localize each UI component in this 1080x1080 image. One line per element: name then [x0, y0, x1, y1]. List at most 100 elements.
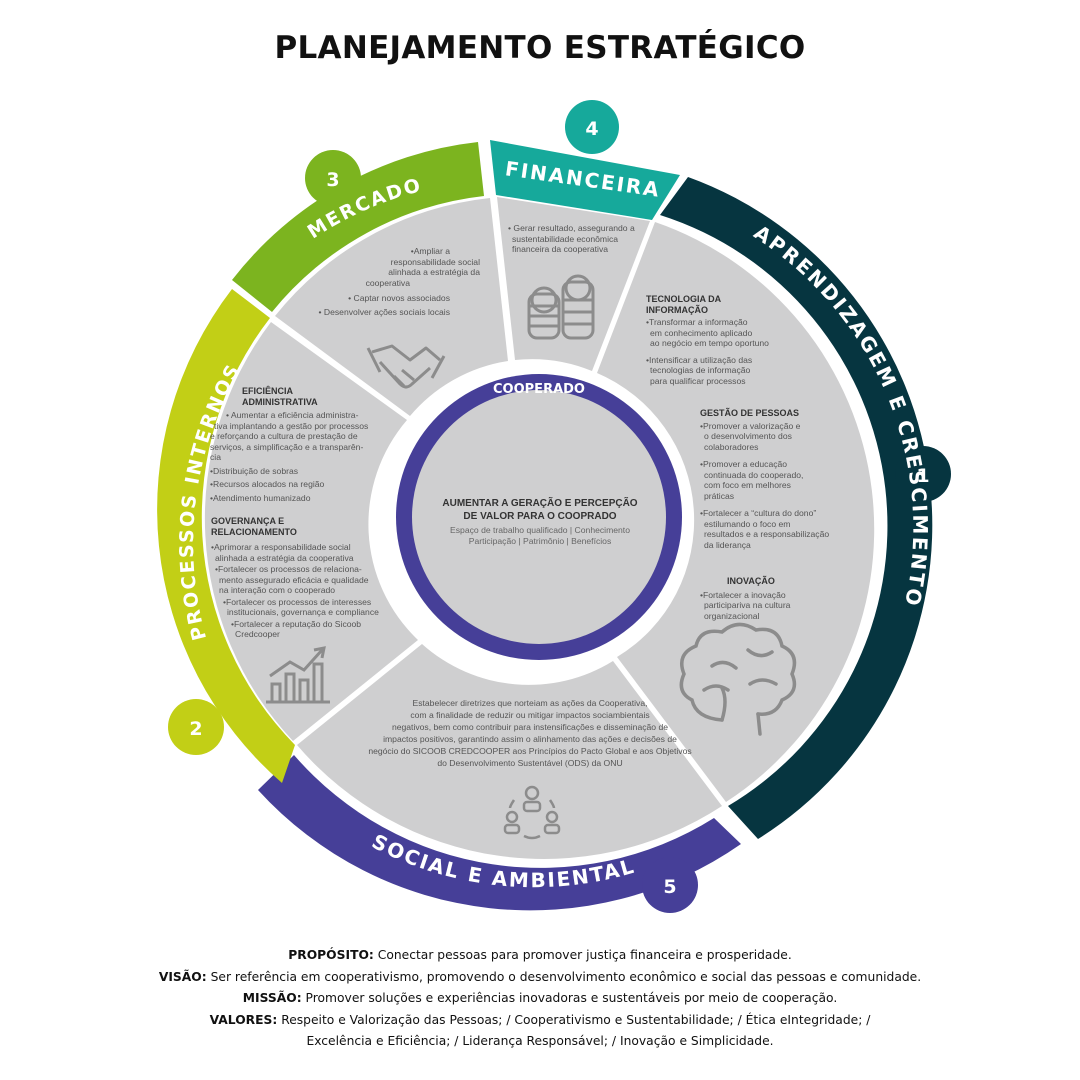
gov-heading-1: GOVERNANÇA E	[211, 516, 285, 526]
ti-item-2-line-1: •Intensificar a utilização das	[646, 354, 753, 365]
badge-5-number: 5	[663, 876, 676, 898]
page-title: PLANEJAMENTO ESTRATÉGICO	[274, 30, 806, 66]
gp-item-2-line-4: práticas	[704, 490, 735, 501]
aprendizagem-inov: INOVAÇÃO •Fortalecer a inovação particip…	[700, 576, 840, 621]
financeira-line-3: financeira da cooperativa	[512, 244, 609, 254]
badge-1	[895, 446, 951, 502]
gov-item-4-line-1: •Fortalecer a reputação do Sicoob	[231, 618, 362, 629]
core-sub-1: Espaço de trabalho qualificado | Conheci…	[450, 525, 630, 535]
badge-4-number: 4	[585, 118, 598, 140]
badge-3	[305, 150, 361, 206]
ti-heading-1: TECNOLOGIA DA	[646, 294, 722, 304]
gp-item-2-line-3: com foco em melhores	[704, 480, 791, 490]
gov-item-2-line-2: mento assegurado eficácia e qualidade	[219, 574, 369, 585]
social-text: Estabelecer diretrizes que norteiam as a…	[320, 697, 740, 769]
aprendizagem-ti: TECNOLOGIA DA INFORMAÇÃO •Transformar a …	[646, 294, 796, 386]
segment-processos	[157, 289, 295, 783]
badge-4	[565, 100, 619, 154]
core-text: AUMENTAR A GERAÇÃO E PERCEPÇÃO DE VALOR …	[425, 497, 655, 547]
valores-text-2: Excelência e Eficiência; / Liderança Res…	[306, 1034, 774, 1048]
gov-item-4-line-2: Credcooper	[235, 629, 280, 639]
ef-item-1-line-2: tiva implantando a gestão por processos	[214, 420, 369, 431]
gp-item-1-line-1: •Promover a valorização e	[700, 420, 801, 431]
social-line-6: do Desenvolvimento Sustentável (ODS) da …	[437, 758, 623, 768]
segment-aprendizagem	[660, 177, 933, 839]
core-inner	[412, 390, 666, 644]
inov-heading: INOVAÇÃO	[727, 576, 775, 586]
processos-eficiencia: EFICIÊNCIA ADMINISTRATIVA • Aumentar a e…	[210, 386, 402, 503]
ef-heading-2: ADMINISTRATIVA	[242, 396, 318, 407]
processos-governanca: GOVERNANÇA E RELACIONAMENTO •Aprimorar a…	[211, 516, 403, 640]
valores-text-1: Respeito e Valorização das Pessoas; / Co…	[277, 1012, 871, 1027]
handshake-icon	[366, 344, 446, 389]
gov-item-1-line-2: alinhada a estratégia da cooperativa	[215, 552, 354, 563]
gp-item-2-line-1: •Promover a educação	[700, 459, 788, 469]
financeira-line-1: • Gerar resultado, assegurando a	[508, 223, 635, 233]
valores-label: VALORES:	[209, 1012, 278, 1027]
inner-processos	[204, 322, 418, 741]
inov-item-1-line-3: organizacional	[704, 610, 760, 621]
mercado-item-1-line-1: •Ampliar a	[410, 246, 450, 256]
ti-item-1-line-3: ao negócio em tempo oportuno	[650, 338, 769, 348]
gov-item-3-line-2: institucionais, governança e compliance	[227, 607, 379, 617]
gov-item-2-line-1: •Fortalecer os processos de relaciona-	[215, 564, 362, 574]
inner-social	[297, 644, 722, 859]
visao-label: VISÃO:	[158, 969, 207, 984]
mercado-item-3: • Desenvolver ações sociais locais	[318, 306, 451, 317]
gp-item-2-line-2: continuada do cooperado,	[704, 469, 804, 480]
footer-statements: PROPÓSITO: Conectar pessoas para promove…	[0, 945, 1080, 1053]
badge-2	[168, 699, 224, 755]
valores-line: VALORES: Respeito e Valorização das Pess…	[0, 1010, 1080, 1032]
ef-item-1-line-5: cia	[210, 452, 221, 462]
social-line-2: com a finalidade de reduzir ou mitigar i…	[410, 710, 650, 720]
ti-item-1-line-1: •Transformar a informação	[646, 317, 748, 327]
ef-heading-1: EFICIÊNCIA	[242, 386, 294, 396]
core-heading-1: AUMENTAR A GERAÇÃO E PERCEPÇÃO	[442, 498, 638, 509]
badge-2-number: 2	[189, 718, 202, 740]
inov-item-1-line-1: •Fortalecer a inovação	[700, 589, 786, 600]
ef-item-3: •Recursos alocados na região	[210, 479, 325, 489]
missao-label: MISSÃO:	[242, 991, 302, 1005]
gov-heading-2: RELACIONAMENTO	[211, 526, 297, 537]
ef-item-4: •Atendimento humanizado	[210, 492, 311, 503]
ef-item-1-line-4: serviços, a simplificação e a transparên…	[210, 441, 364, 452]
badge-1-number: 1	[916, 465, 929, 487]
badge-3-number: 3	[326, 169, 339, 191]
gp-item-1-line-3: colaboradores	[704, 441, 759, 452]
inov-item-1-line-2: participariva na cultura	[704, 600, 791, 610]
aprendizagem-gp: GESTÃO DE PESSOAS •Promover a valorizaçã…	[700, 408, 850, 550]
social-line-3: negativos, bem como contribuir para inst…	[391, 722, 669, 732]
ef-item-1-line-1: • Aumentar a eficiência administra-	[226, 410, 359, 420]
ef-item-2: •Distribuição de sobras	[210, 465, 299, 476]
core-sub-2: Participação | Patrimônio | Benefícios	[468, 536, 612, 546]
ti-item-2-line-2: tecnologias de informação	[650, 365, 751, 375]
ti-item-1-line-2: em conhecimento aplicado	[650, 327, 753, 338]
mercado-item-1-line-4: cooperativa	[365, 277, 410, 288]
proposito-label: PROPÓSITO:	[288, 948, 374, 962]
ef-item-1-line-3: e reforçando a cultura de prestação de	[210, 431, 358, 441]
segment-social	[258, 755, 741, 911]
proposito-text: Conectar pessoas para promover justiça f…	[373, 948, 792, 962]
missao-line: MISSÃO: Promover soluções e experiências…	[0, 988, 1080, 1010]
core-heading-2: DE VALOR PARA O COOPRADO	[463, 511, 617, 522]
brain-icon	[679, 622, 797, 736]
inner-aprendizagem	[597, 222, 875, 802]
network-people-icon	[503, 785, 561, 840]
ti-heading-2: INFORMAÇÃO	[646, 304, 708, 315]
proposito-line: PROPÓSITO: Conectar pessoas para promove…	[0, 945, 1080, 967]
gov-item-3-line-1: •Fortalecer os processos de interesses	[223, 596, 372, 607]
gp-heading: GESTÃO DE PESSOAS	[700, 408, 800, 418]
segment-mercado	[232, 142, 484, 312]
inner-mercado	[275, 198, 508, 416]
mercado-text: •Ampliar a responsabilidade social alinh…	[300, 246, 481, 317]
social-line-1: Estabelecer diretrizes que norteiam as a…	[412, 698, 648, 708]
mercado-item-1-line-2: responsabilidade social	[390, 256, 480, 267]
visao-text: Ser referência em cooperativismo, promov…	[206, 969, 922, 984]
visao-line: VISÃO: Ser referência em cooperativismo,…	[0, 967, 1080, 989]
missao-text: Promover soluções e experiências inovado…	[301, 991, 838, 1005]
gp-item-3-line-3: resultados e a responsabilização	[704, 529, 830, 539]
gp-item-3-line-2: estilumando o foco em	[704, 518, 791, 529]
gp-item-3-line-4: da liderança	[704, 539, 751, 550]
financeira-text: • Gerar resultado, assegurando a sustent…	[508, 223, 648, 255]
